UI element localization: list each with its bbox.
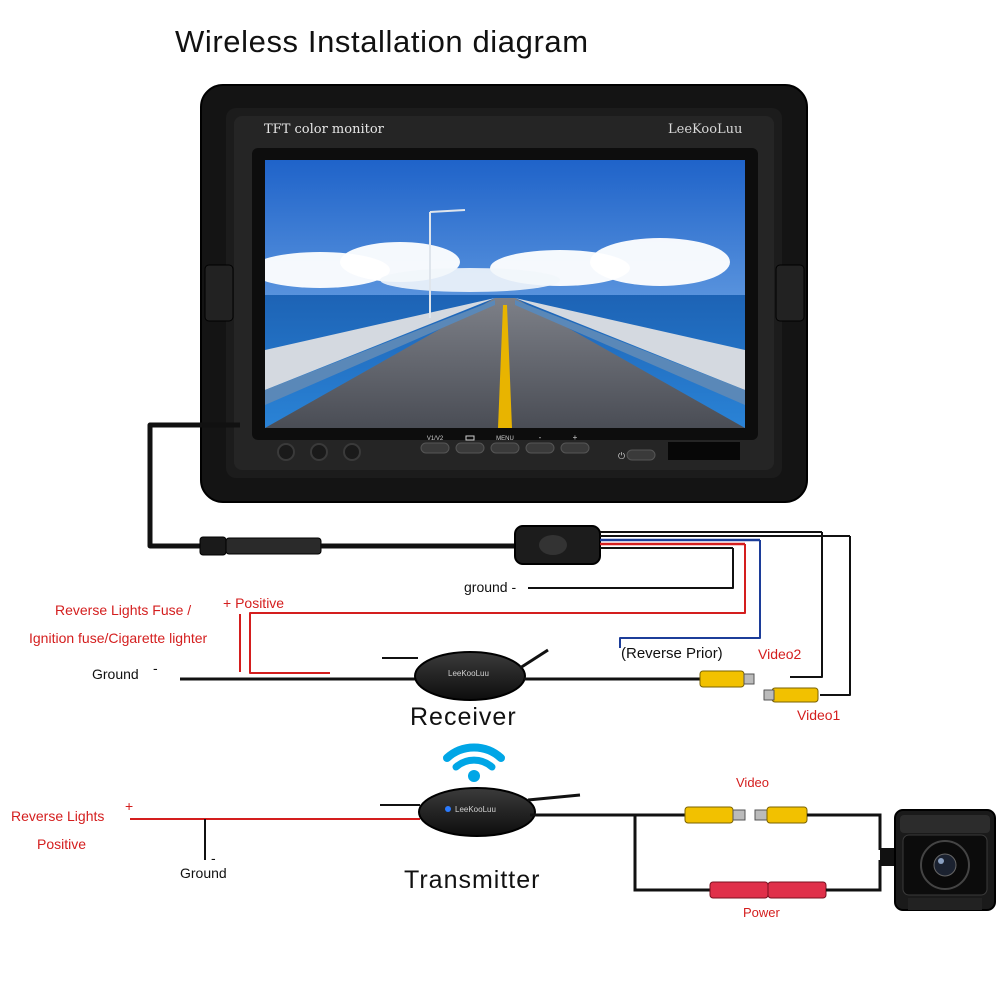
monitor-button-plus bbox=[560, 442, 590, 454]
transmitter-video-rca bbox=[684, 806, 734, 824]
monitor-button-minus bbox=[525, 442, 555, 454]
monitor-ir-window bbox=[668, 442, 740, 460]
monitor-button-source bbox=[455, 442, 485, 454]
camera-video-rca bbox=[766, 806, 808, 824]
camera-power-label: Power bbox=[743, 905, 780, 920]
receiver-label: Receiver bbox=[410, 703, 517, 731]
monitor-screen bbox=[265, 160, 745, 428]
monitor-left-clip bbox=[204, 264, 234, 322]
wifi-icon bbox=[443, 743, 505, 782]
monitor-button-label-v1v2: V1/V2 bbox=[427, 436, 444, 442]
monitor-round-button-1 bbox=[277, 443, 295, 461]
transmitter-ground-label: Ground bbox=[180, 865, 227, 881]
transmitter-plus-sign: + bbox=[125, 798, 134, 814]
monitor-right-clip bbox=[775, 264, 805, 322]
reverse-camera bbox=[880, 809, 996, 911]
monitor: V1/V2 MENU - + ⏻ bbox=[200, 84, 808, 503]
monitor-cable bbox=[147, 422, 851, 703]
camera-video-label: Video bbox=[736, 775, 770, 790]
receiver-power-source-line2: Ignition fuse/Cigarette lighter bbox=[29, 630, 208, 646]
monitor-model-label: TFT color monitor bbox=[264, 122, 384, 137]
receiver-ground-label: Ground bbox=[92, 666, 139, 682]
receiver-positive-label: + Positive bbox=[223, 595, 285, 611]
receiver-ground-sign: - bbox=[153, 660, 158, 676]
receiver-brand-logo: LeeKooLuu bbox=[448, 669, 489, 678]
camera-power-connector bbox=[767, 881, 827, 899]
transmitter-power-line1: Reverse Lights bbox=[11, 808, 105, 824]
monitor-round-button-2 bbox=[310, 443, 328, 461]
transmitter-label: Transmitter bbox=[404, 866, 541, 894]
monitor-button-label-minus: - bbox=[539, 433, 542, 442]
monitor-button-menu bbox=[490, 442, 520, 454]
transmitter-brand-logo: LeeKooLuu bbox=[455, 805, 496, 814]
transmitter-unit bbox=[130, 787, 882, 899]
transmitter-led-icon bbox=[445, 806, 451, 812]
monitor-round-button-3 bbox=[343, 443, 361, 461]
ground-wire-label: ground - bbox=[464, 579, 517, 595]
receiver-unit bbox=[180, 614, 755, 701]
page-title: Wireless Installation diagram bbox=[175, 24, 589, 59]
monitor-button-v1v2 bbox=[420, 442, 450, 454]
video1-rca-connector bbox=[771, 687, 819, 703]
transmitter-ground-sign: - bbox=[211, 850, 216, 866]
receiver-power-source-line1: Reverse Lights Fuse / bbox=[55, 602, 192, 618]
monitor-button-label-plus: + bbox=[573, 433, 578, 442]
receiver-rca-plug bbox=[699, 670, 745, 688]
monitor-button-label-menu: MENU bbox=[496, 436, 514, 442]
transmitter-power-connector bbox=[709, 881, 769, 899]
reverse-prior-label: (Reverse Prior) bbox=[621, 645, 723, 662]
monitor-brand-logo: LeeKooLuu bbox=[668, 122, 743, 137]
video2-label: Video2 bbox=[758, 646, 802, 662]
video1-label: Video1 bbox=[797, 707, 841, 723]
power-icon: ⏻ bbox=[618, 451, 625, 461]
monitor-power-button bbox=[626, 449, 656, 461]
transmitter-power-line2: Positive bbox=[37, 836, 87, 852]
